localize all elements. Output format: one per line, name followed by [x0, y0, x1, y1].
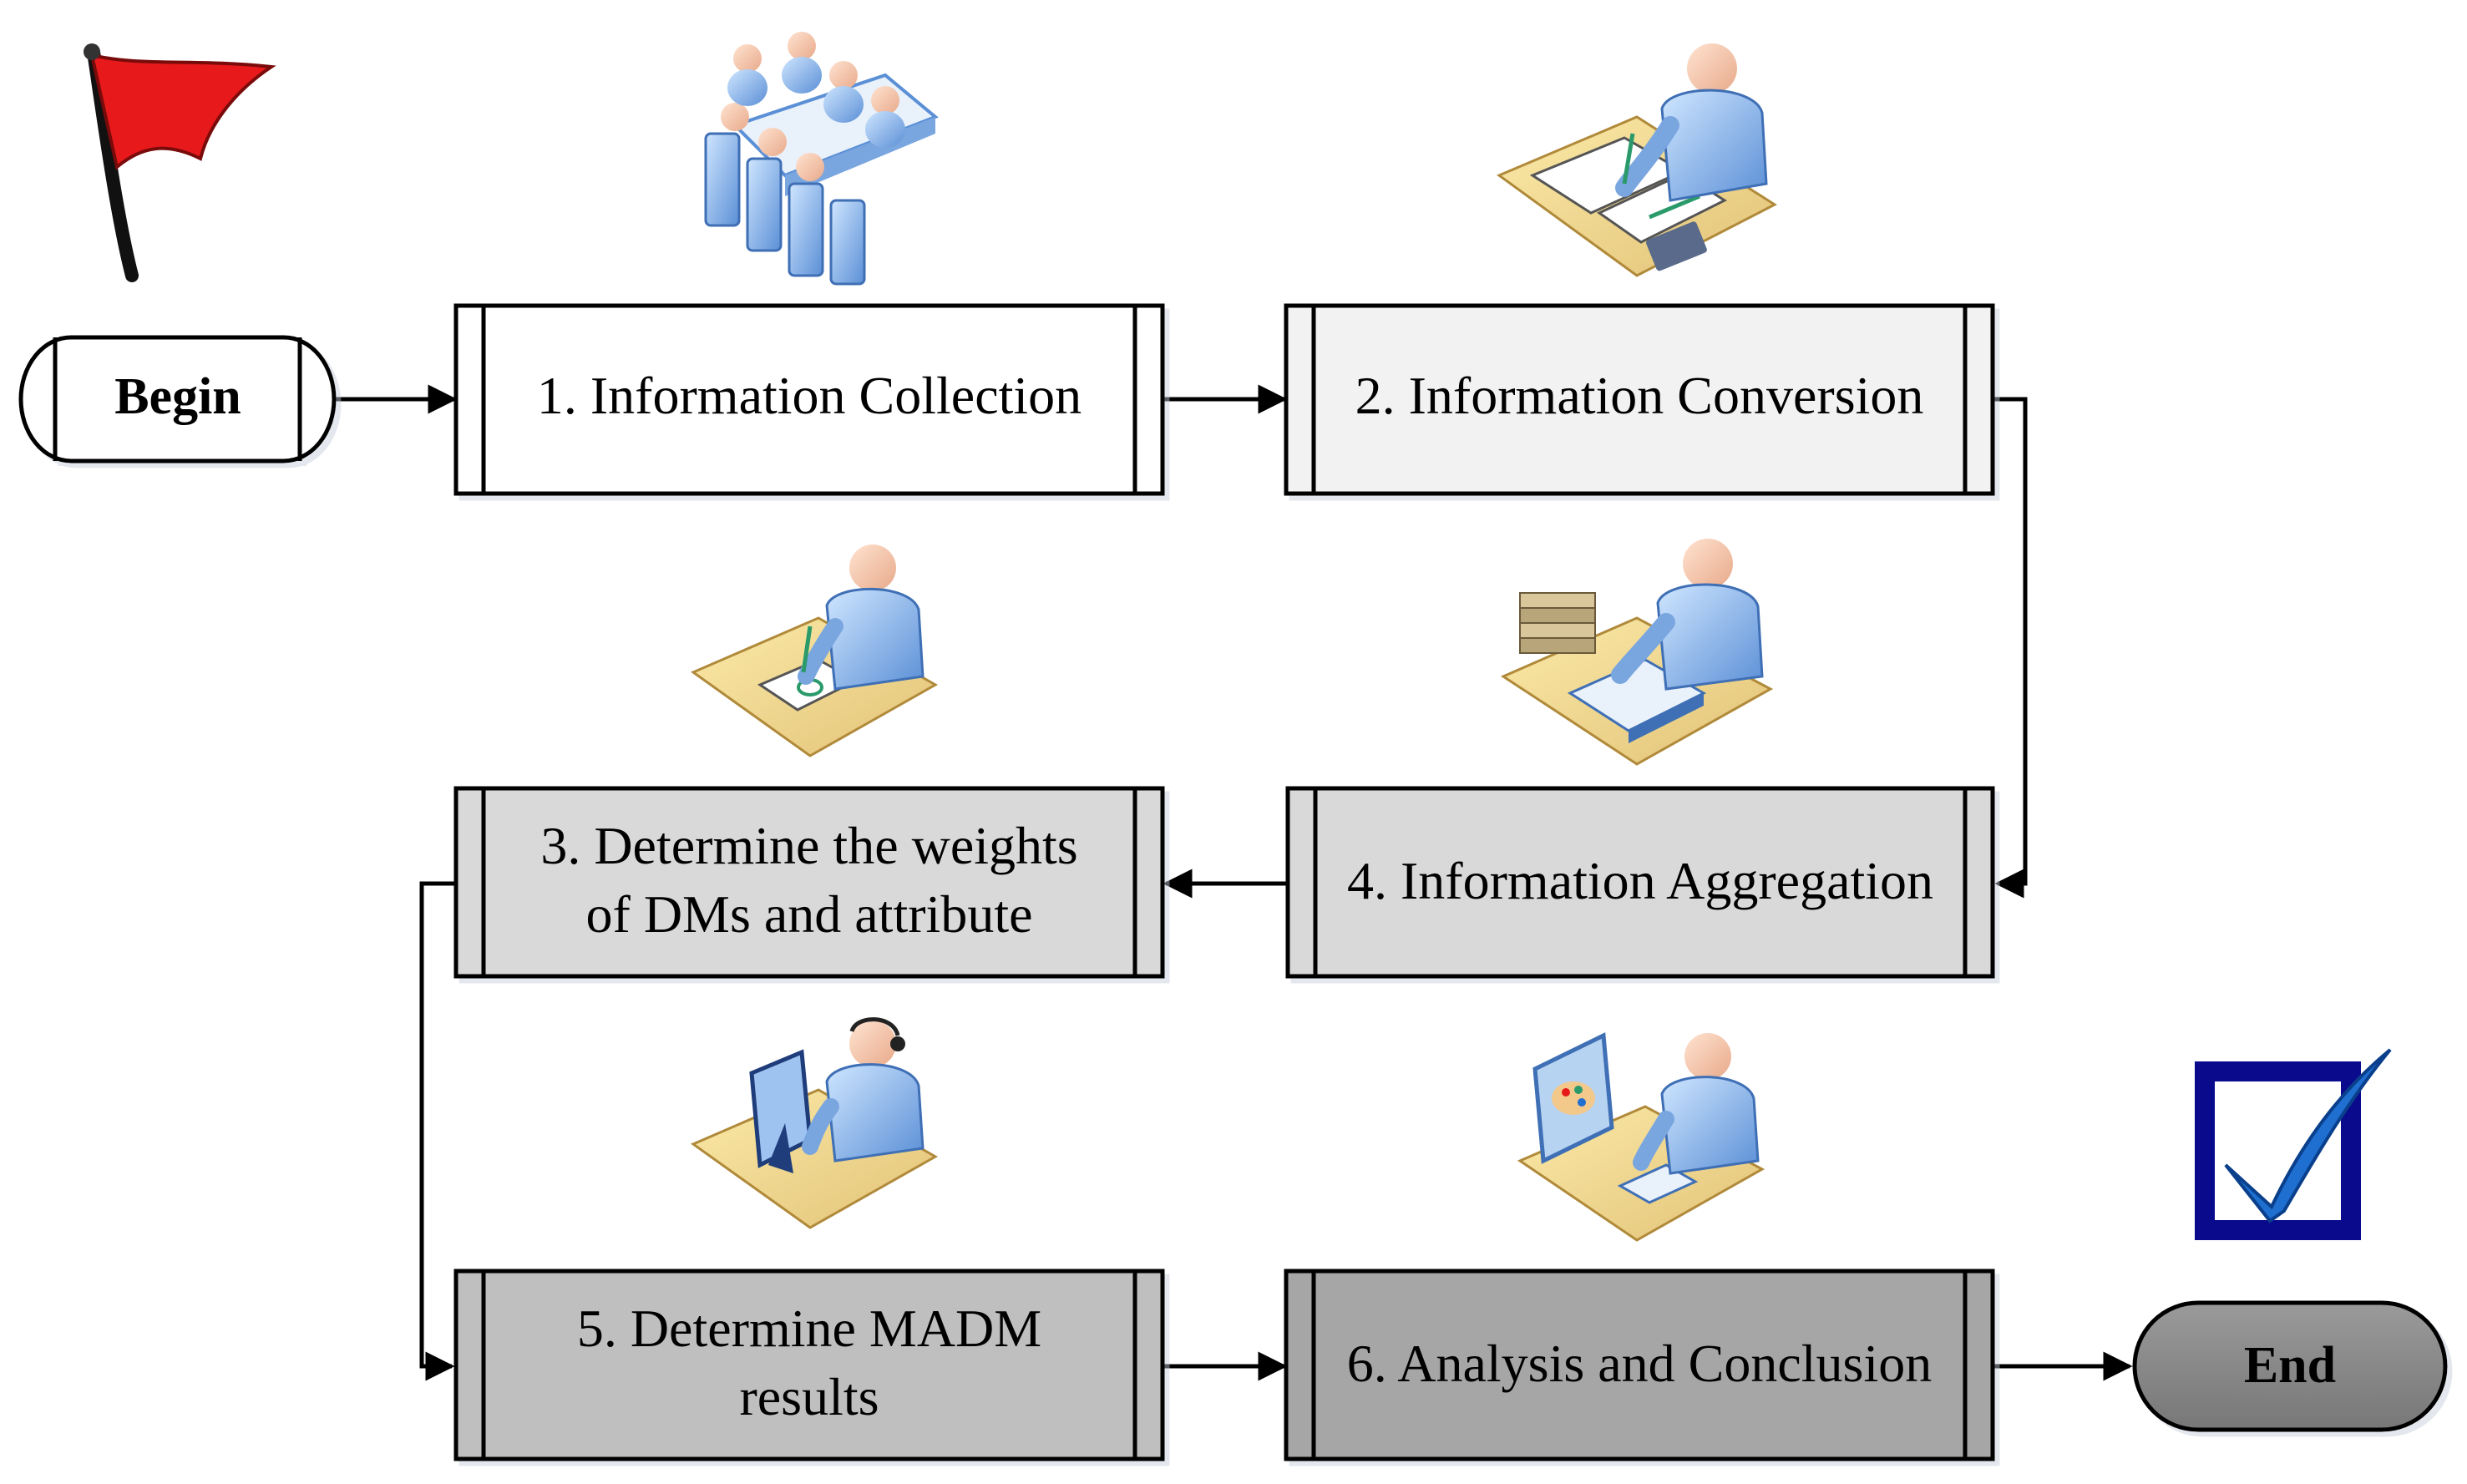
checkbox-checkmark-icon: [2195, 1048, 2392, 1240]
connectors: [336, 384, 2133, 1381]
step-6-box: [1284, 1269, 1995, 1461]
arrow-s2-to-s4: [1993, 397, 2028, 899]
person-palette-monitor-icon: [1517, 1032, 1765, 1242]
red-flag-icon: [84, 43, 276, 282]
step-2-box: [1284, 303, 1995, 496]
step-6-label: 6. Analysis and Conclusion: [1347, 1334, 1932, 1393]
step-3-box: [453, 786, 1165, 979]
meeting-table-icon: [704, 32, 939, 286]
person-computer-headset-icon: [690, 1017, 939, 1229]
step-1-label: 1. Information Collection: [537, 366, 1082, 425]
begin-label: Begin: [114, 368, 241, 425]
arrow-s3-to-s5: [419, 881, 455, 1381]
step-5-box: [453, 1269, 1165, 1461]
begin-terminal: [18, 335, 337, 463]
step-5-label-line1: 5. Determine MADM: [577, 1299, 1041, 1358]
person-writing-icon: [690, 544, 939, 757]
person-writing-calculator-icon: [1496, 43, 1778, 277]
step-3-label-line1: 3. Determine the weights: [540, 816, 1077, 875]
step-4-label: 4. Information Aggregation: [1347, 851, 1933, 910]
step-1-box: [453, 303, 1165, 496]
step-2-label: 2. Information Conversion: [1355, 366, 1924, 425]
step-4-box: [1285, 786, 1995, 979]
person-reading-books-icon: [1500, 539, 1774, 766]
step-5-label-line2: results: [739, 1367, 879, 1426]
end-terminal: [2132, 1300, 2448, 1432]
step-3-label-line2: of DMs and attribute: [586, 884, 1033, 944]
end-label: End: [2244, 1337, 2336, 1394]
